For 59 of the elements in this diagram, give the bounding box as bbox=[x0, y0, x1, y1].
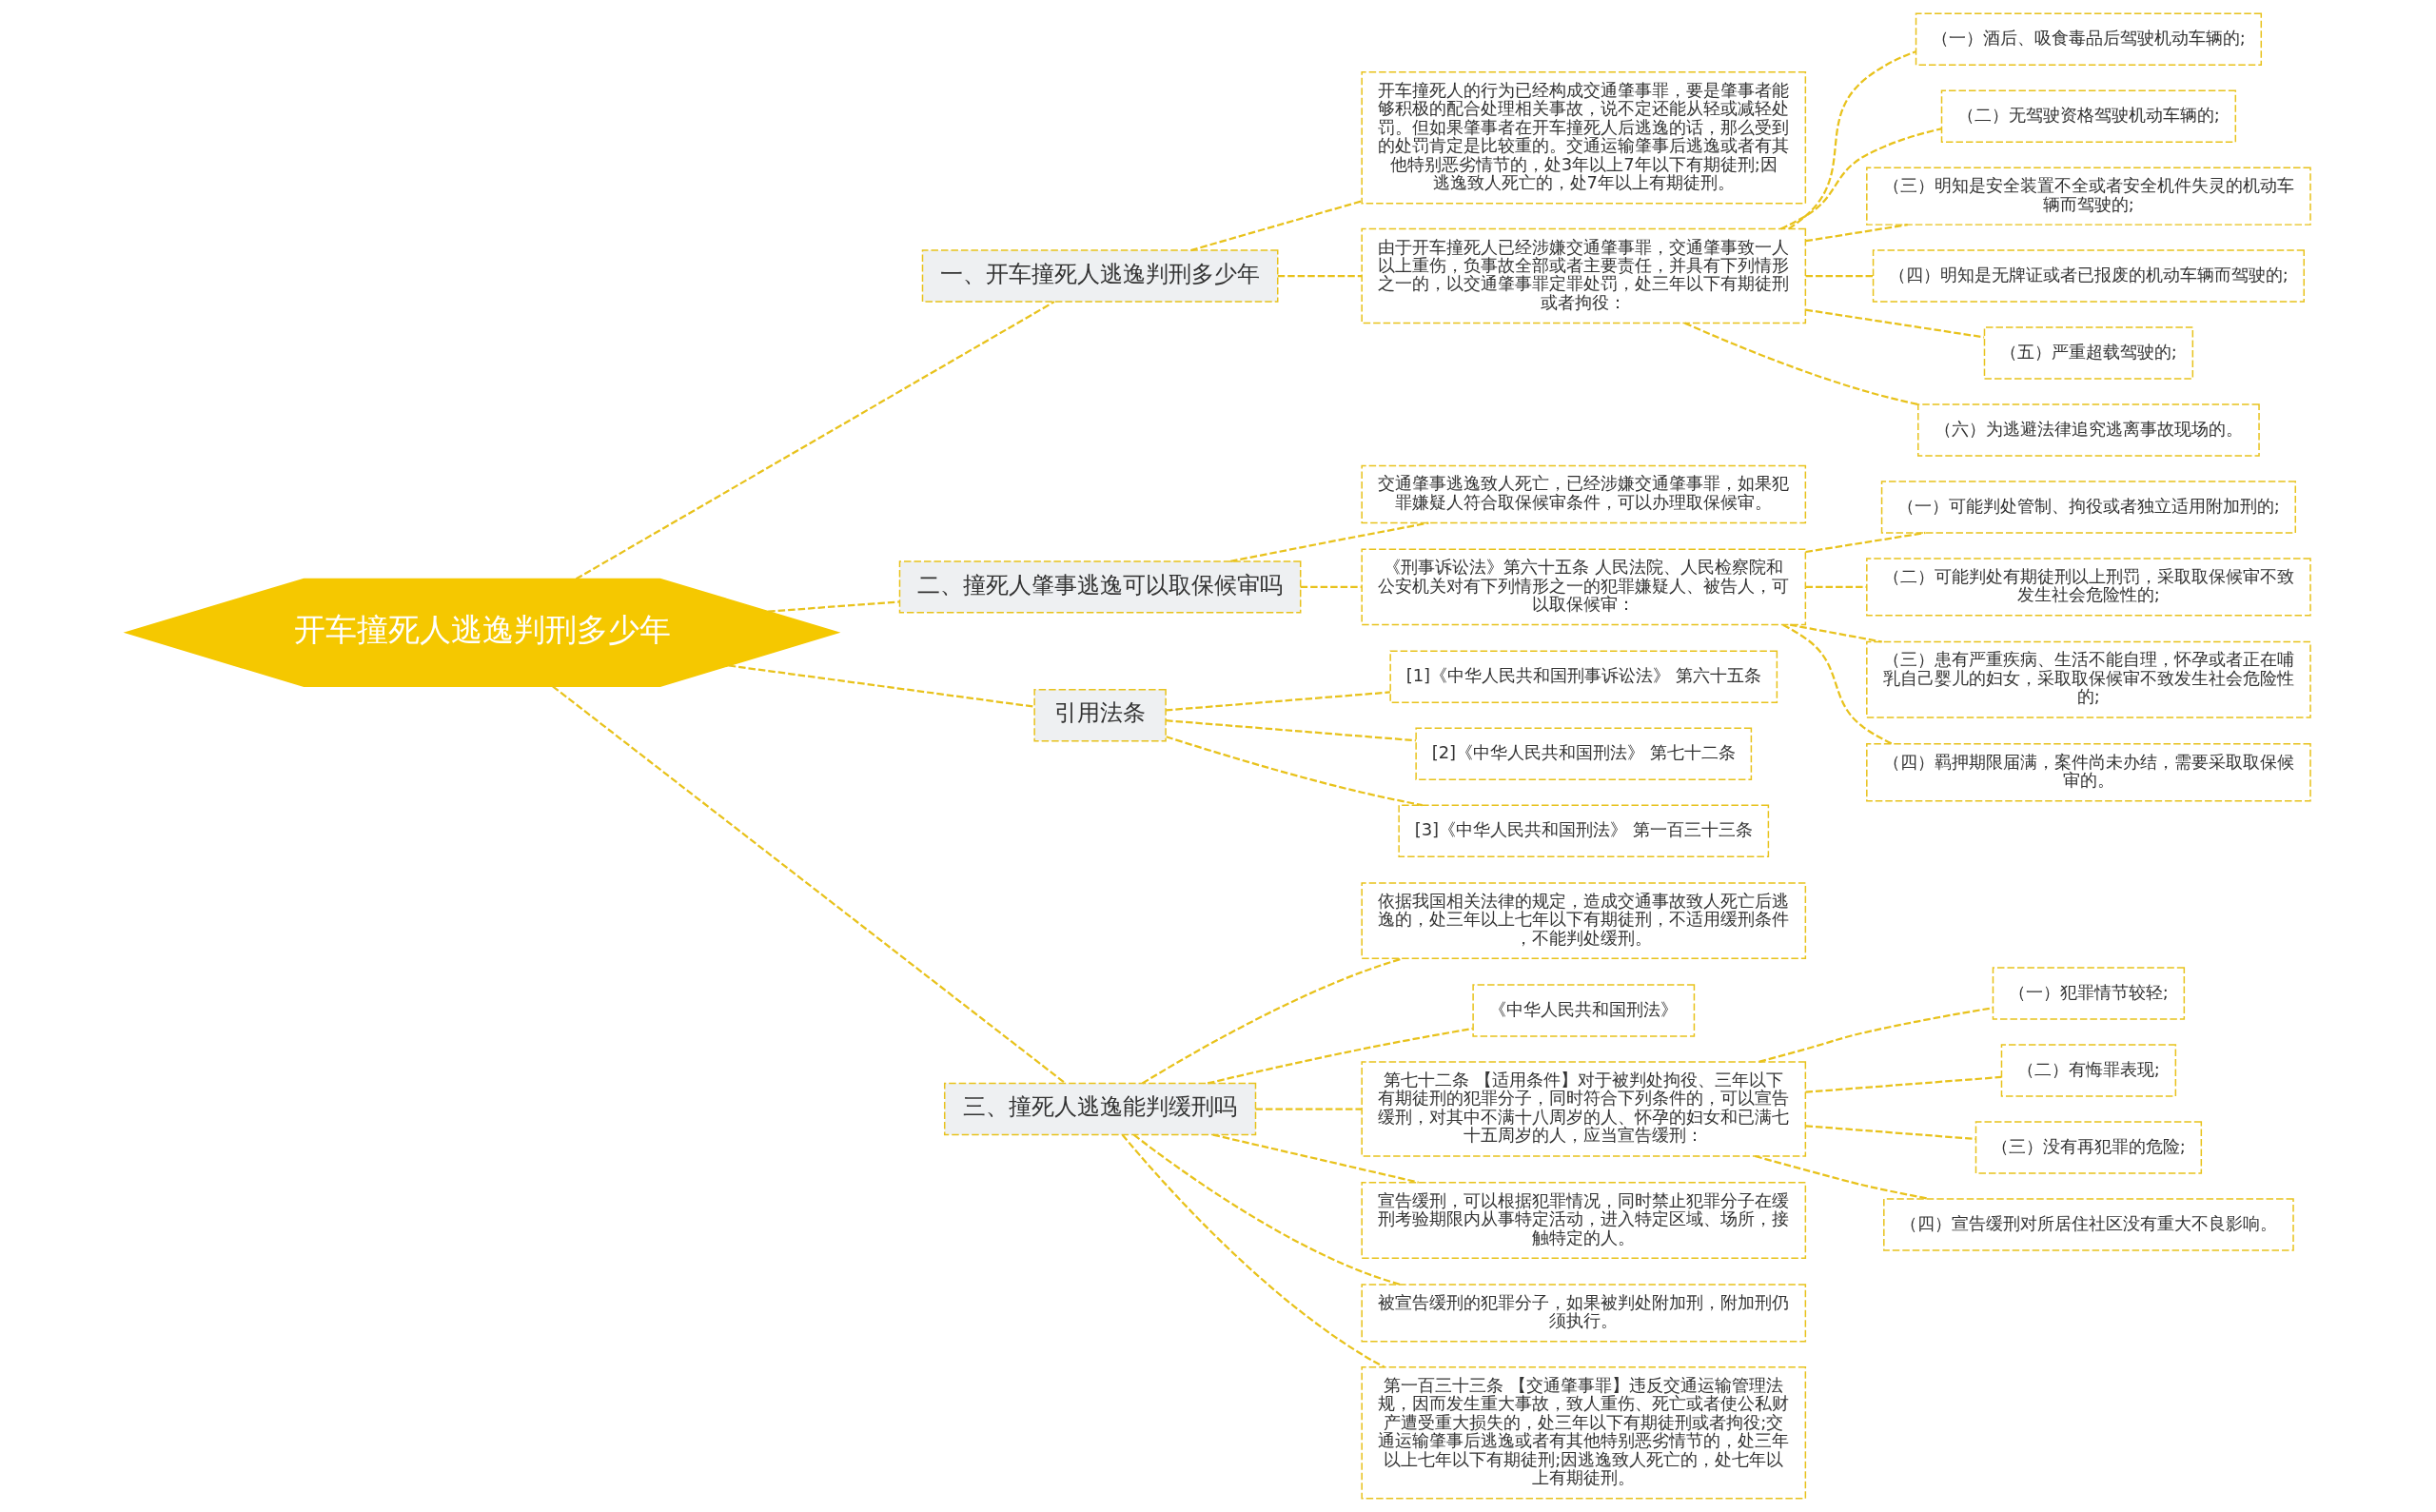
node-box: （三）明知是安全装置不全或者安全机件失灵的机动车辆而驾驶的; bbox=[1866, 167, 2311, 226]
node-box: 被宣告缓刑的犯罪分子，如果被判处附加刑，附加刑仍须执行。 bbox=[1361, 1284, 1807, 1343]
connector bbox=[575, 301, 1055, 580]
node-box: （一）酒后、吸食毒品后驾驶机动车辆的; bbox=[1915, 12, 2263, 66]
node-box: [3]《中华人民共和国刑法》 第一百三十三条 bbox=[1398, 804, 1770, 857]
node-box: 开车撞死人的行为已经构成交通肇事罪，要是肇事者能够积极的配合处理相关事故，说不定还能从轻或减轻处罚。但如果肇事者在开车撞死人后逃逸的话，那么受到的处罚肯定是比较重的。交通运输肇事后逃逸或者有其他特别恶劣情节的，处3年以上7年以下有期徒刑;因逃逸致人死亡的，处7年以上有期徒刑。 bbox=[1361, 71, 1807, 205]
node-box: 二、撞死人肇事逃逸可以取保候审吗 bbox=[898, 560, 1302, 614]
connector bbox=[1166, 736, 1423, 807]
connector bbox=[1190, 200, 1363, 252]
node-box: 第七十二条 【适用条件】对于被判处拘役、三年以下有期徒刑的犯罪分子，同时符合下列条件的，可以宣告缓刑，对其中不满十八周岁的人、怀孕的妇女和已满七十五周岁的人，应当宣告缓刑： bbox=[1361, 1061, 1807, 1157]
connector bbox=[728, 664, 1035, 708]
node-box: [2]《中华人民共和国刑法》 第七十二条 bbox=[1415, 727, 1753, 780]
connector bbox=[552, 685, 1066, 1084]
node-box: （一）犯罪情节较轻; bbox=[1992, 967, 2186, 1020]
connector bbox=[1277, 274, 1363, 278]
node-box: （四）宣告缓刑对所居住社区没有重大不良影响。 bbox=[1883, 1198, 2294, 1251]
node-box: （一）可能判处管制、拘役或者独立适用附加刑的; bbox=[1880, 481, 2296, 534]
node-box: （三）没有再犯罪的危险; bbox=[1974, 1121, 2203, 1174]
connector bbox=[1805, 585, 1867, 588]
connector bbox=[1789, 623, 1883, 643]
connector bbox=[1166, 691, 1390, 712]
node-box: 《刑事诉讼法》第六十五条 人民法院、人民检察院和公安机关对有下列情形之一的犯罪嫌疑人、被告人，可以取保候审： bbox=[1361, 548, 1807, 626]
connector bbox=[1684, 322, 1918, 406]
node-box: 交通肇事逃逸致人死亡，已经涉嫌交通肇事罪，如果犯罪嫌疑人符合取保候审条件，可以办理取保候审。 bbox=[1361, 464, 1807, 524]
connector bbox=[768, 600, 900, 613]
node-box: （四）明知是无牌证或者已报废的机动车辆而驾驶的; bbox=[1872, 249, 2305, 303]
node-box: （二）无驾驶资格驾驶机动车辆的; bbox=[1940, 89, 2237, 143]
node-box: [1]《中华人民共和国刑事诉讼法》 第六十五条 bbox=[1389, 650, 1778, 704]
node-box: 由于开车撞死人已经涉嫌交通肇事罪，交通肇事致一人以上重伤，负事故全部或者主要责任，并具有下列情形之一的，以交通肇事罪定罪处罚，处三年以下有期徒刑或者拘役： bbox=[1361, 227, 1807, 324]
connector bbox=[1166, 719, 1417, 742]
node-box: （二）可能判处有期徒刑以上刑罚，采取取保候审不致发生社会危险性的; bbox=[1866, 558, 2311, 617]
connector bbox=[1121, 1134, 1385, 1368]
connector bbox=[1805, 308, 1985, 339]
connector bbox=[1780, 128, 1942, 230]
connector bbox=[1255, 1108, 1362, 1110]
connector bbox=[1782, 623, 1893, 745]
connector bbox=[1230, 521, 1429, 562]
node-box: （三）患有严重疾病、生活不能自理，怀孕或者正在哺乳自己婴儿的妇女，采取取保候审不致发生社会危险性的; bbox=[1866, 640, 2311, 718]
node-box: （四）羁押期限届满，案件尚未办结，需要采取取保候审的。 bbox=[1866, 743, 2311, 802]
node-box: 《中华人民共和国刑法》 bbox=[1472, 984, 1696, 1037]
node-box: 第一百三十三条 【交通肇事罪】违反交通运输管理法规，因而发生重大事故，致人重伤、死亡或者使公私财产遭受重大损失的，处三年以下有期徒刑或者拘役;交通运输肇事后逃逸或者有其他特别恶劣情节的，处三年以上七年以下有期徒刑;因逃逸致人死亡的，处七年以上有期徒刑。 bbox=[1361, 1366, 1807, 1500]
connector bbox=[1805, 1075, 2002, 1093]
connector bbox=[1805, 224, 1908, 243]
node-box: 宣告缓刑，可以根据犯罪情况，同时禁止犯罪分子在缓刑考验期限内从事特定活动，进入特定区域、场所，接触特定的人。 bbox=[1361, 1181, 1807, 1259]
connector bbox=[1207, 1027, 1473, 1085]
node-box: （六）为逃避法律追究逃离事故现场的。 bbox=[1917, 403, 2260, 457]
node-box: （五）严重超载驾驶的; bbox=[1983, 326, 2194, 380]
connector bbox=[1788, 50, 1916, 230]
node-box: （二）有悔罪表现; bbox=[2000, 1044, 2177, 1097]
connector bbox=[1300, 585, 1362, 588]
connector bbox=[1805, 1125, 1976, 1141]
node-box: 三、撞死人逃逸能判缓刑吗 bbox=[943, 1082, 1257, 1136]
connector bbox=[1805, 274, 1874, 278]
node-box: 引用法条 bbox=[1033, 689, 1167, 742]
connector bbox=[1132, 1133, 1401, 1286]
node-box: 依据我国相关法律的规定，造成交通事故致人死亡后逃逸的，处三年以上七年以下有期徒刑，不适用缓刑条件，不能判处缓刑。 bbox=[1361, 882, 1807, 960]
connector bbox=[1758, 1007, 1994, 1064]
node-box: 一、开车撞死人逃逸判刑多少年 bbox=[921, 249, 1279, 303]
connector bbox=[1755, 1154, 1930, 1200]
